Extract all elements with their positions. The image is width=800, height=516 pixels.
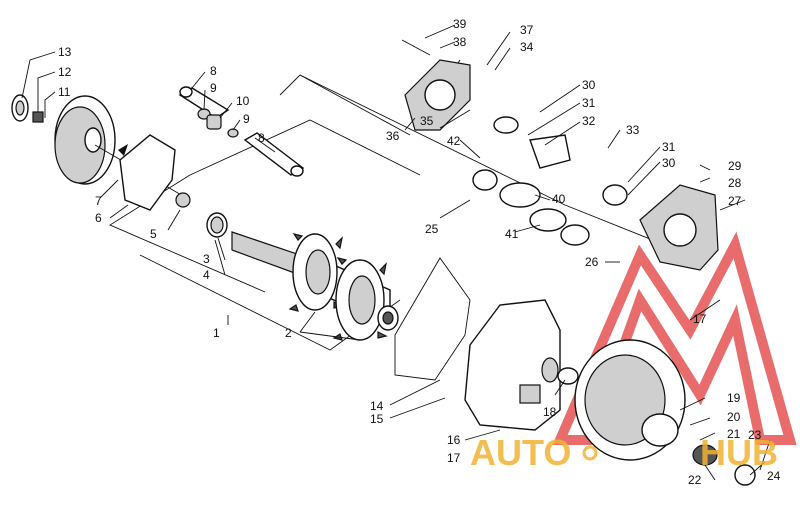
watermark-text: AUTO HUB xyxy=(470,432,778,473)
callout-31b: 31 xyxy=(662,140,676,154)
callout-17b: 17 xyxy=(693,312,707,326)
callout-29: 29 xyxy=(728,159,742,173)
driven-clutch-assembly xyxy=(11,94,191,211)
callout-7: 7 xyxy=(95,194,102,208)
callout-26: 26 xyxy=(585,255,599,269)
callout-12: 12 xyxy=(58,65,72,79)
callout-40: 40 xyxy=(552,192,566,206)
drive-clutch xyxy=(574,339,756,486)
callout-4: 4 xyxy=(203,268,210,282)
callout-8a: 8 xyxy=(210,64,217,78)
callout-9a: 9 xyxy=(210,81,217,95)
callout-30a: 30 xyxy=(582,78,596,92)
callout-27: 27 xyxy=(728,194,742,208)
callout-18: 18 xyxy=(543,405,557,419)
callout-16: 16 xyxy=(447,433,461,447)
callout-15: 15 xyxy=(370,412,384,426)
callout-36: 36 xyxy=(386,129,400,143)
callout-17a: 17 xyxy=(447,451,461,465)
gasket xyxy=(394,257,471,381)
callout-22: 22 xyxy=(688,473,702,487)
callout-8b: 8 xyxy=(258,131,265,145)
drive-shaft-sprockets xyxy=(206,212,399,341)
callout-32: 32 xyxy=(582,114,596,128)
callout-34: 34 xyxy=(520,40,534,54)
callout-labels: 13 12 11 7 6 5 8 9 10 9 8 3 4 1 2 14 15 … xyxy=(58,17,781,487)
callout-3: 3 xyxy=(203,252,210,266)
callout-6: 6 xyxy=(95,211,102,225)
callout-20: 20 xyxy=(727,410,741,424)
callout-35: 35 xyxy=(420,114,434,128)
callout-33: 33 xyxy=(626,123,640,137)
watermark-brand-right: HUB xyxy=(700,432,778,473)
callout-5: 5 xyxy=(150,227,157,241)
callout-41: 41 xyxy=(505,227,519,241)
callout-10: 10 xyxy=(236,94,250,108)
callout-2: 2 xyxy=(285,326,292,340)
watermark-brand-left: AUTO xyxy=(470,432,571,473)
callout-9b: 9 xyxy=(243,112,250,126)
callout-42: 42 xyxy=(447,134,461,148)
callout-11: 11 xyxy=(58,85,71,99)
callout-37: 37 xyxy=(520,23,534,37)
callout-38: 38 xyxy=(453,35,467,49)
callout-31a: 31 xyxy=(582,96,596,110)
leader-lines xyxy=(21,24,771,481)
callout-25: 25 xyxy=(425,222,439,236)
callout-21: 21 xyxy=(727,427,741,441)
callout-13: 13 xyxy=(58,45,72,59)
chaincase-housing xyxy=(464,299,579,431)
callout-24: 24 xyxy=(767,469,781,483)
brake-caliper-assembly xyxy=(401,39,719,271)
callout-30b: 30 xyxy=(662,156,676,170)
sprocket-right xyxy=(332,257,388,341)
callout-23: 23 xyxy=(748,428,762,442)
callout-28: 28 xyxy=(728,176,742,190)
sprocket-left xyxy=(288,233,344,312)
callout-19: 19 xyxy=(727,391,741,405)
callout-14: 14 xyxy=(370,399,384,413)
callout-1: 1 xyxy=(213,326,220,340)
callout-39: 39 xyxy=(453,17,467,31)
